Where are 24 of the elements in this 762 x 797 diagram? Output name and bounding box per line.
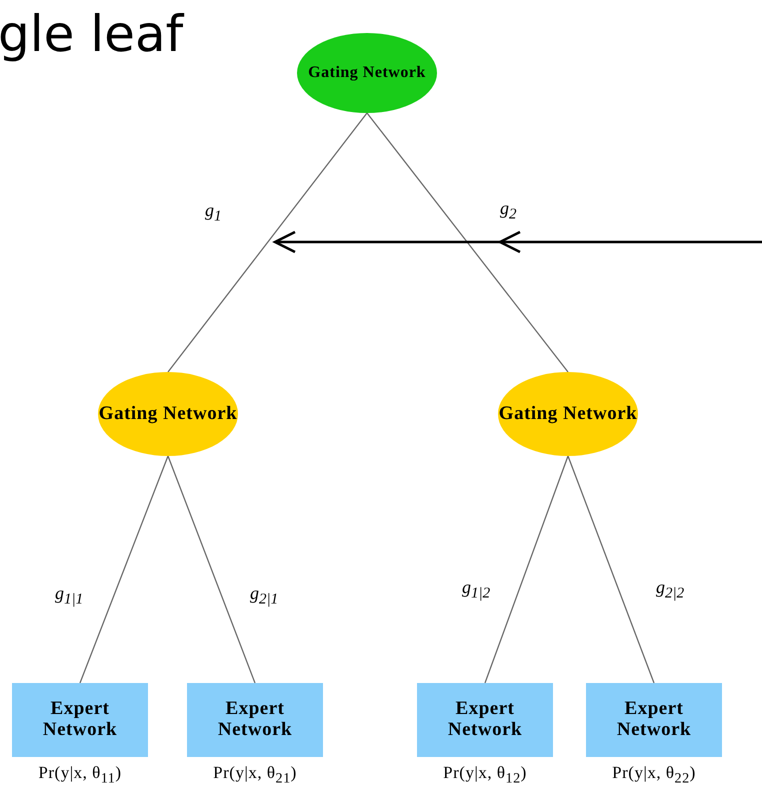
connector-line [168,112,368,372]
gating-ellipse: Gating Network [98,372,238,456]
expert-box: Expert Network [586,683,722,757]
probability-label: Pr(y|x, θ$_{11}$) [38,763,122,788]
probability-label: Pr(y|x, θ$_{22}$) [612,763,696,788]
edge-label: g$_{2|2}$ [656,577,684,603]
edge-label: g$_{1|1}$ [55,583,84,609]
title: gle leaf [0,4,184,64]
probability-label: Pr(y|x, θ$_{21}$) [213,763,297,788]
connector-line [567,456,655,684]
gating-ellipse: Gating Network [297,33,437,113]
connector-line [366,112,568,372]
connector-line [484,456,569,684]
expert-box: Expert Network [12,683,148,757]
edge-label: g$_{2|1}$ [250,583,278,609]
gating-ellipse: Gating Network [498,372,638,456]
expert-box: Expert Network [417,683,553,757]
edge-label: g$_{1}$ [205,200,222,226]
edge-label: g$_{1|2}$ [462,577,490,603]
connector-line [167,456,256,684]
connector-line [79,456,169,684]
probability-label: Pr(y|x, θ$_{12}$) [443,763,527,788]
expert-box: Expert Network [187,683,323,757]
edge-label: g$_{2}$ [500,198,516,224]
